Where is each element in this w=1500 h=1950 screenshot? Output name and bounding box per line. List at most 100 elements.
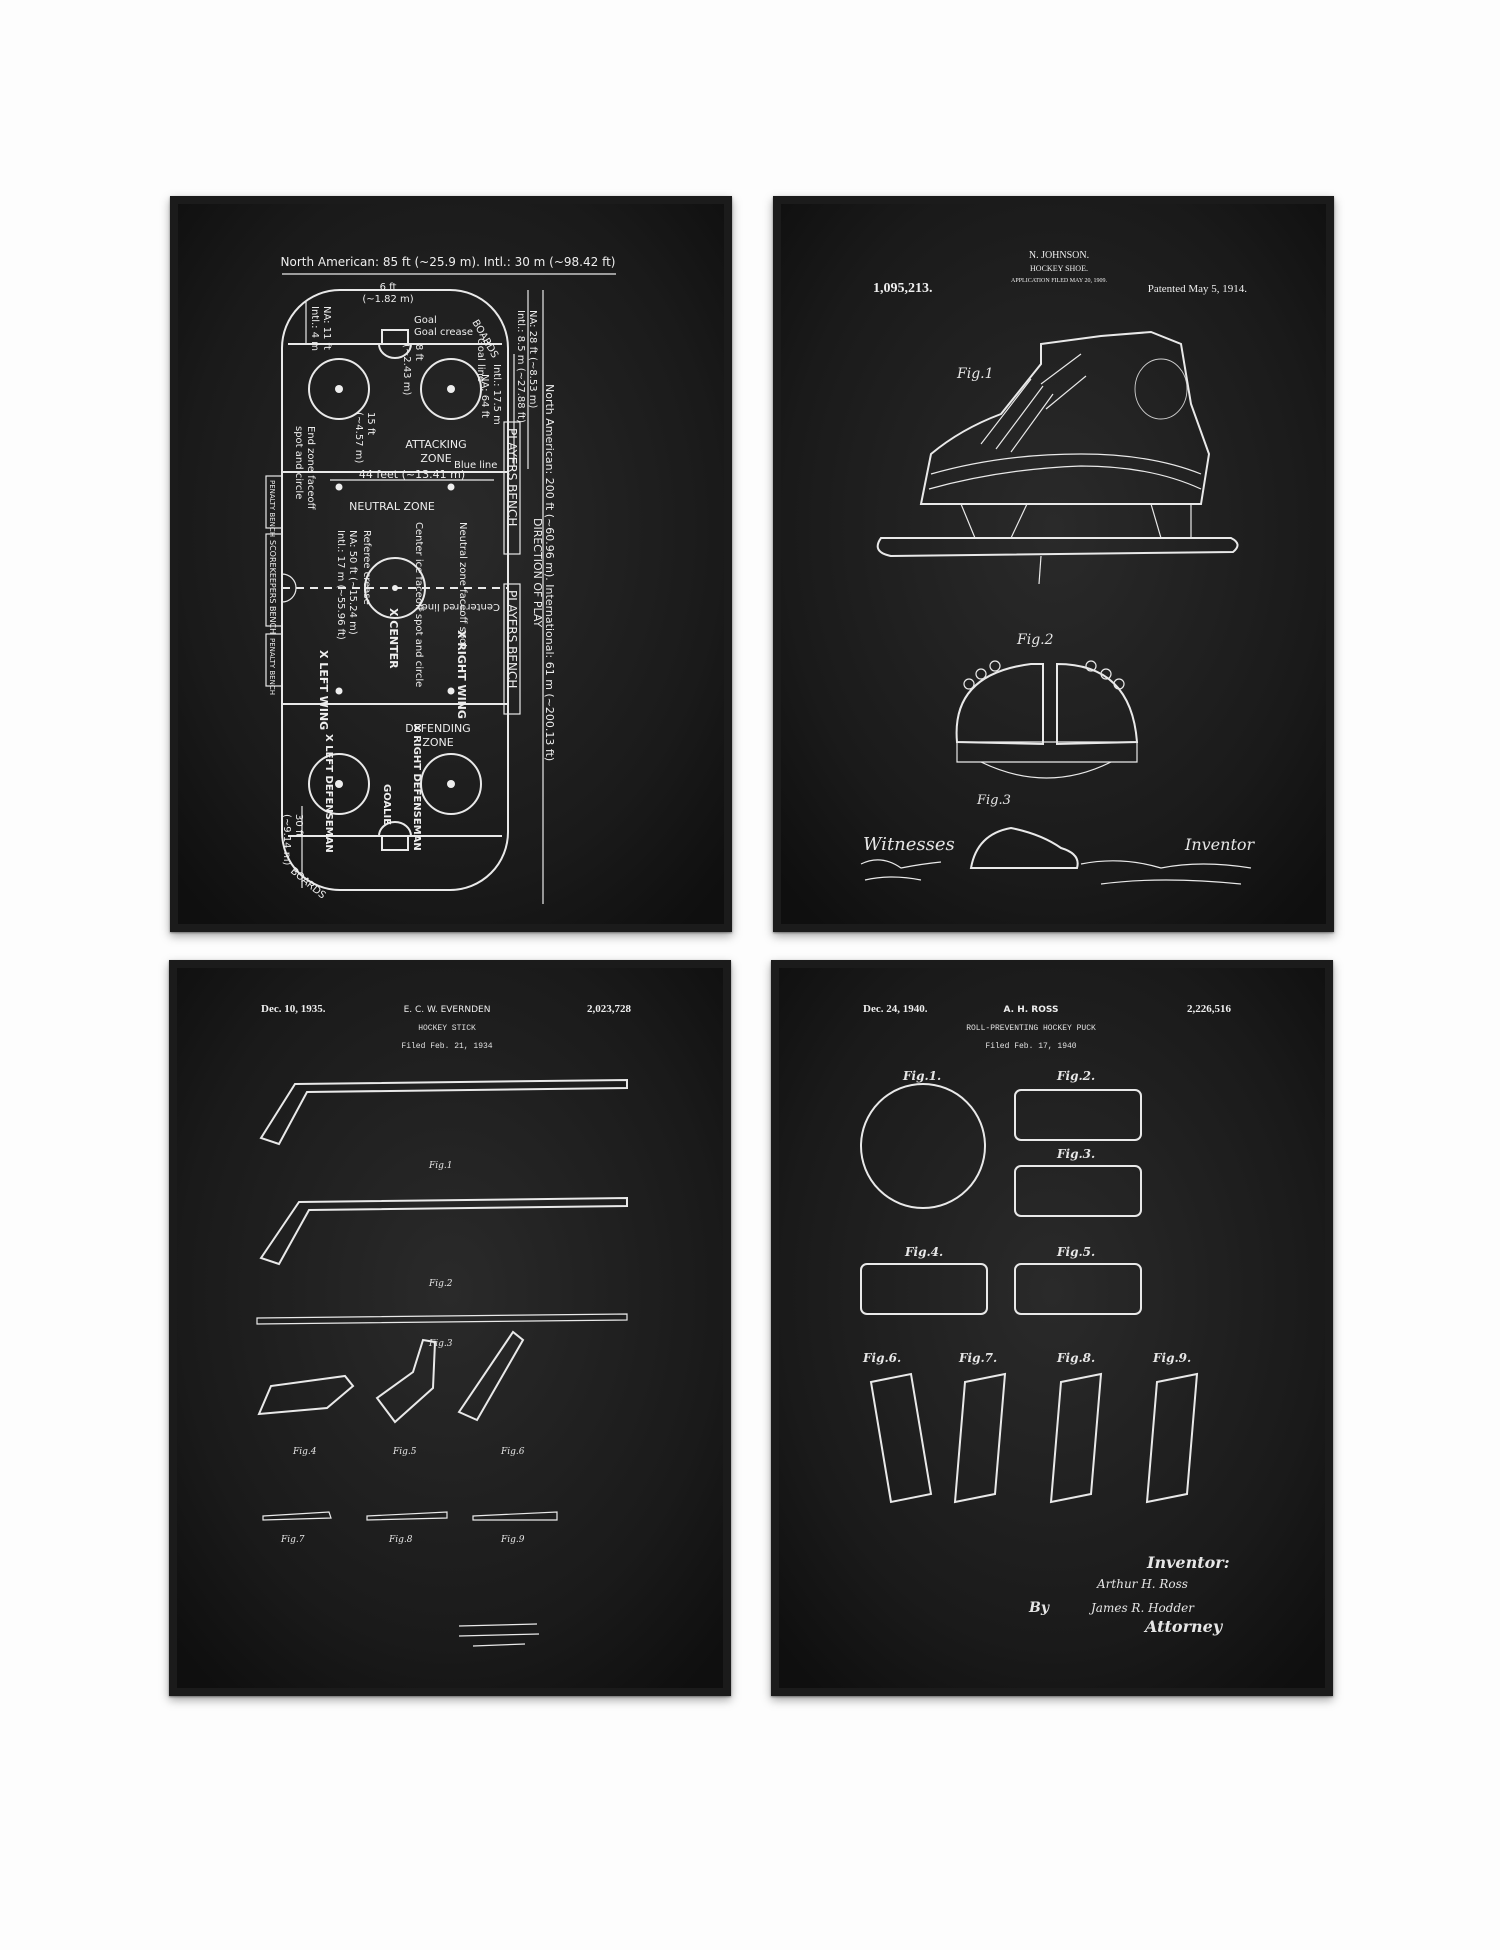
goal-crease-label: Goal crease [414, 327, 473, 338]
neutral-zone-label: NEUTRAL ZONE [349, 500, 435, 513]
puck-fig3-drawing [1014, 1165, 1142, 1217]
rink-top-dimension: North American: 85 ft (~25.9 m). Intl.: … [281, 255, 616, 269]
stick-fig9-label: Fig.9 [500, 1535, 525, 1545]
puck-fig5-drawing [1014, 1263, 1142, 1315]
intl175-label: Intl.: 17.5 m [491, 364, 502, 425]
defending-zone-label: DEFENDING [405, 722, 470, 735]
right-defenseman-position: X RIGHT DEFENSEMAN [411, 724, 422, 851]
stick-fig3-label: Fig.3 [428, 1339, 453, 1349]
intl4-label: Intl.: 4 m [309, 306, 320, 351]
goalie-position: GOALIE [381, 784, 392, 825]
skate-inventor-label: Inventor [1184, 835, 1256, 854]
puck-fig4-label: Fig.4. [904, 1245, 943, 1259]
stick-fig7-label: Fig.7 [280, 1535, 305, 1545]
skate-witnesses: Witnesses [863, 834, 955, 855]
stick-fig4-label: Fig.4 [292, 1447, 317, 1457]
puck-fig5-label: Fig.5. [1056, 1245, 1095, 1259]
stick-fig3-drawing [256, 1313, 628, 1325]
puck-patent-number: 2,226,516 [1187, 1003, 1232, 1015]
attacking-zone-word: ZONE [420, 452, 451, 465]
puck-date: Dec. 24, 1940. [863, 1003, 928, 1015]
fifteen-m-label: (~4.57 m) [353, 412, 364, 463]
puck-attorney-label: Attorney [1143, 1617, 1224, 1636]
center-red-line-label: Center (red line) [418, 601, 500, 612]
poster-hockey-shoe: N. JOHNSON. HOCKEY SHOE. APPLICATION FIL… [773, 196, 1334, 932]
left-defenseman-position: X LEFT DEFENSEMAN [323, 734, 334, 853]
left-wing-position: X LEFT WING [317, 650, 330, 730]
right-wing-position: X RIGHT WING [455, 630, 468, 719]
stick-fig4-drawing [257, 1374, 355, 1416]
puck-fig8-drawing [1049, 1372, 1103, 1504]
puck-fig1-drawing [860, 1083, 986, 1209]
stick-patent-number: 2,023,728 [587, 1003, 632, 1015]
stick-fig7-drawing [262, 1511, 332, 1521]
stick-filed: Filed Feb. 21, 1934 [401, 1042, 492, 1051]
puck-fig4-drawing [860, 1263, 988, 1315]
total-dimension-label: North American: 200 ft (~60.96 m). Inter… [543, 384, 556, 761]
neutral-zone-length-label: 44 feet (~13.41 m) [359, 468, 465, 481]
fifteen-ft-label: 15 ft [365, 412, 376, 435]
na28-label: NA: 28 ft (~8.53 m) [527, 310, 538, 409]
players-bench-bottom: PLAYERS BENCH [505, 590, 519, 688]
puck-fig3-label: Fig.3. [1056, 1147, 1095, 1161]
puck-by-label: By [1028, 1600, 1050, 1616]
skate-title: HOCKEY SHOE. [1030, 264, 1088, 273]
skate-patent-number: 1,095,213. [873, 281, 933, 296]
intl17-label: Intl.: 17 m (~55.96 ft) [335, 530, 346, 640]
end-zone-label: End zone faceoff [305, 426, 316, 511]
poster-hockey-puck: Dec. 24, 1940. A. H. ROSS 2,226,516 ROLL… [771, 960, 1333, 1696]
puck-inventor: A. H. ROSS [1004, 1005, 1059, 1015]
puck-title: ROLL-PREVENTING HOCKEY PUCK [966, 1024, 1096, 1033]
puck-fig6-drawing [869, 1372, 933, 1504]
goal-label: Goal [414, 315, 437, 326]
skate-blade-drawing [876, 537, 1239, 558]
puck-fig7-label: Fig.7. [958, 1351, 997, 1365]
na50-label: NA: 50 ft (~15.24 m) [347, 530, 358, 635]
skate-fig3-label: Fig.3 [976, 793, 1011, 808]
puck-attorney-signature: James R. Hodder [1088, 1601, 1195, 1615]
puck-fig7-drawing [953, 1372, 1007, 1504]
stick-fig6-drawing [457, 1330, 525, 1422]
stick-fig1-drawing [259, 1078, 628, 1146]
center-ice-label: Center ice faceoff spot and circle [413, 522, 424, 687]
stick-fig6-label: Fig.6 [500, 1447, 525, 1457]
direction-of-play-label: DIRECTION OF PLAY [531, 518, 544, 628]
hockey-shoe-patent: N. JOHNSON. HOCKEY SHOE. APPLICATION FIL… [781, 204, 1326, 924]
stick-fig1-label: Fig.1 [428, 1161, 452, 1171]
skate-section-left [955, 663, 1044, 746]
goal-width-label: 6 ft [380, 282, 397, 293]
na11-label: NA: 11 ft [321, 306, 332, 350]
stick-fig2-drawing [259, 1196, 628, 1266]
goal-line-label: Goal line [475, 338, 486, 382]
na64-label: NA: 64 ft [479, 374, 490, 418]
puck-fig6-label: Fig.6. [862, 1351, 901, 1365]
center-position: X CENTER [387, 608, 400, 669]
poster-hockey-rink: North American: 85 ft (~25.9 m). Intl.: … [170, 196, 732, 932]
puck-fig9-label: Fig.9. [1152, 1351, 1191, 1365]
stick-fig8-label: Fig.8 [388, 1535, 413, 1545]
skate-patent-date: Patented May 5, 1914. [1148, 283, 1248, 295]
defending-zone-word: ZONE [422, 736, 453, 749]
rink-diagram: North American: 85 ft (~25.9 m). Intl.: … [178, 204, 724, 924]
puck-filed: Filed Feb. 17, 1940 [985, 1042, 1076, 1051]
goal-width-metric: (~1.82 m) [362, 294, 413, 305]
skate-fig1-label: Fig.1 [956, 366, 994, 382]
skate-inventor: N. JOHNSON. [1029, 250, 1089, 261]
spot-circle-label: spot and circle [293, 426, 304, 499]
puck-inventor-signature: Arthur H. Ross [1096, 1577, 1188, 1591]
hockey-puck-patent: Dec. 24, 1940. A. H. ROSS 2,226,516 ROLL… [779, 968, 1325, 1688]
stick-inventor: E. C. W. EVERNDEN [404, 1005, 491, 1015]
eight-m-label: (~2.43 m) [401, 344, 412, 395]
skate-filed: APPLICATION FILED MAY 20, 1909. [1011, 278, 1107, 284]
stick-title: HOCKEY STICK [418, 1024, 476, 1033]
poster-hockey-stick: Dec. 10, 1935. E. C. W. EVERNDEN 2,023,7… [169, 960, 731, 1696]
stick-fig8-drawing [366, 1511, 448, 1521]
penalty-bench-bottom: PENALTY BENCH [268, 638, 276, 695]
stick-signature [458, 1623, 540, 1647]
skate-boot-drawing [919, 330, 1211, 505]
attacking-zone-label: ATTACKING [405, 438, 466, 451]
intl85-label: Intl.: 8.5 m (~27.88 ft) [515, 310, 526, 423]
stick-fig2-label: Fig.2 [428, 1279, 453, 1289]
skate-fig2-label: Fig.2 [1016, 632, 1054, 648]
puck-inventor-label: Inventor: [1146, 1553, 1230, 1572]
